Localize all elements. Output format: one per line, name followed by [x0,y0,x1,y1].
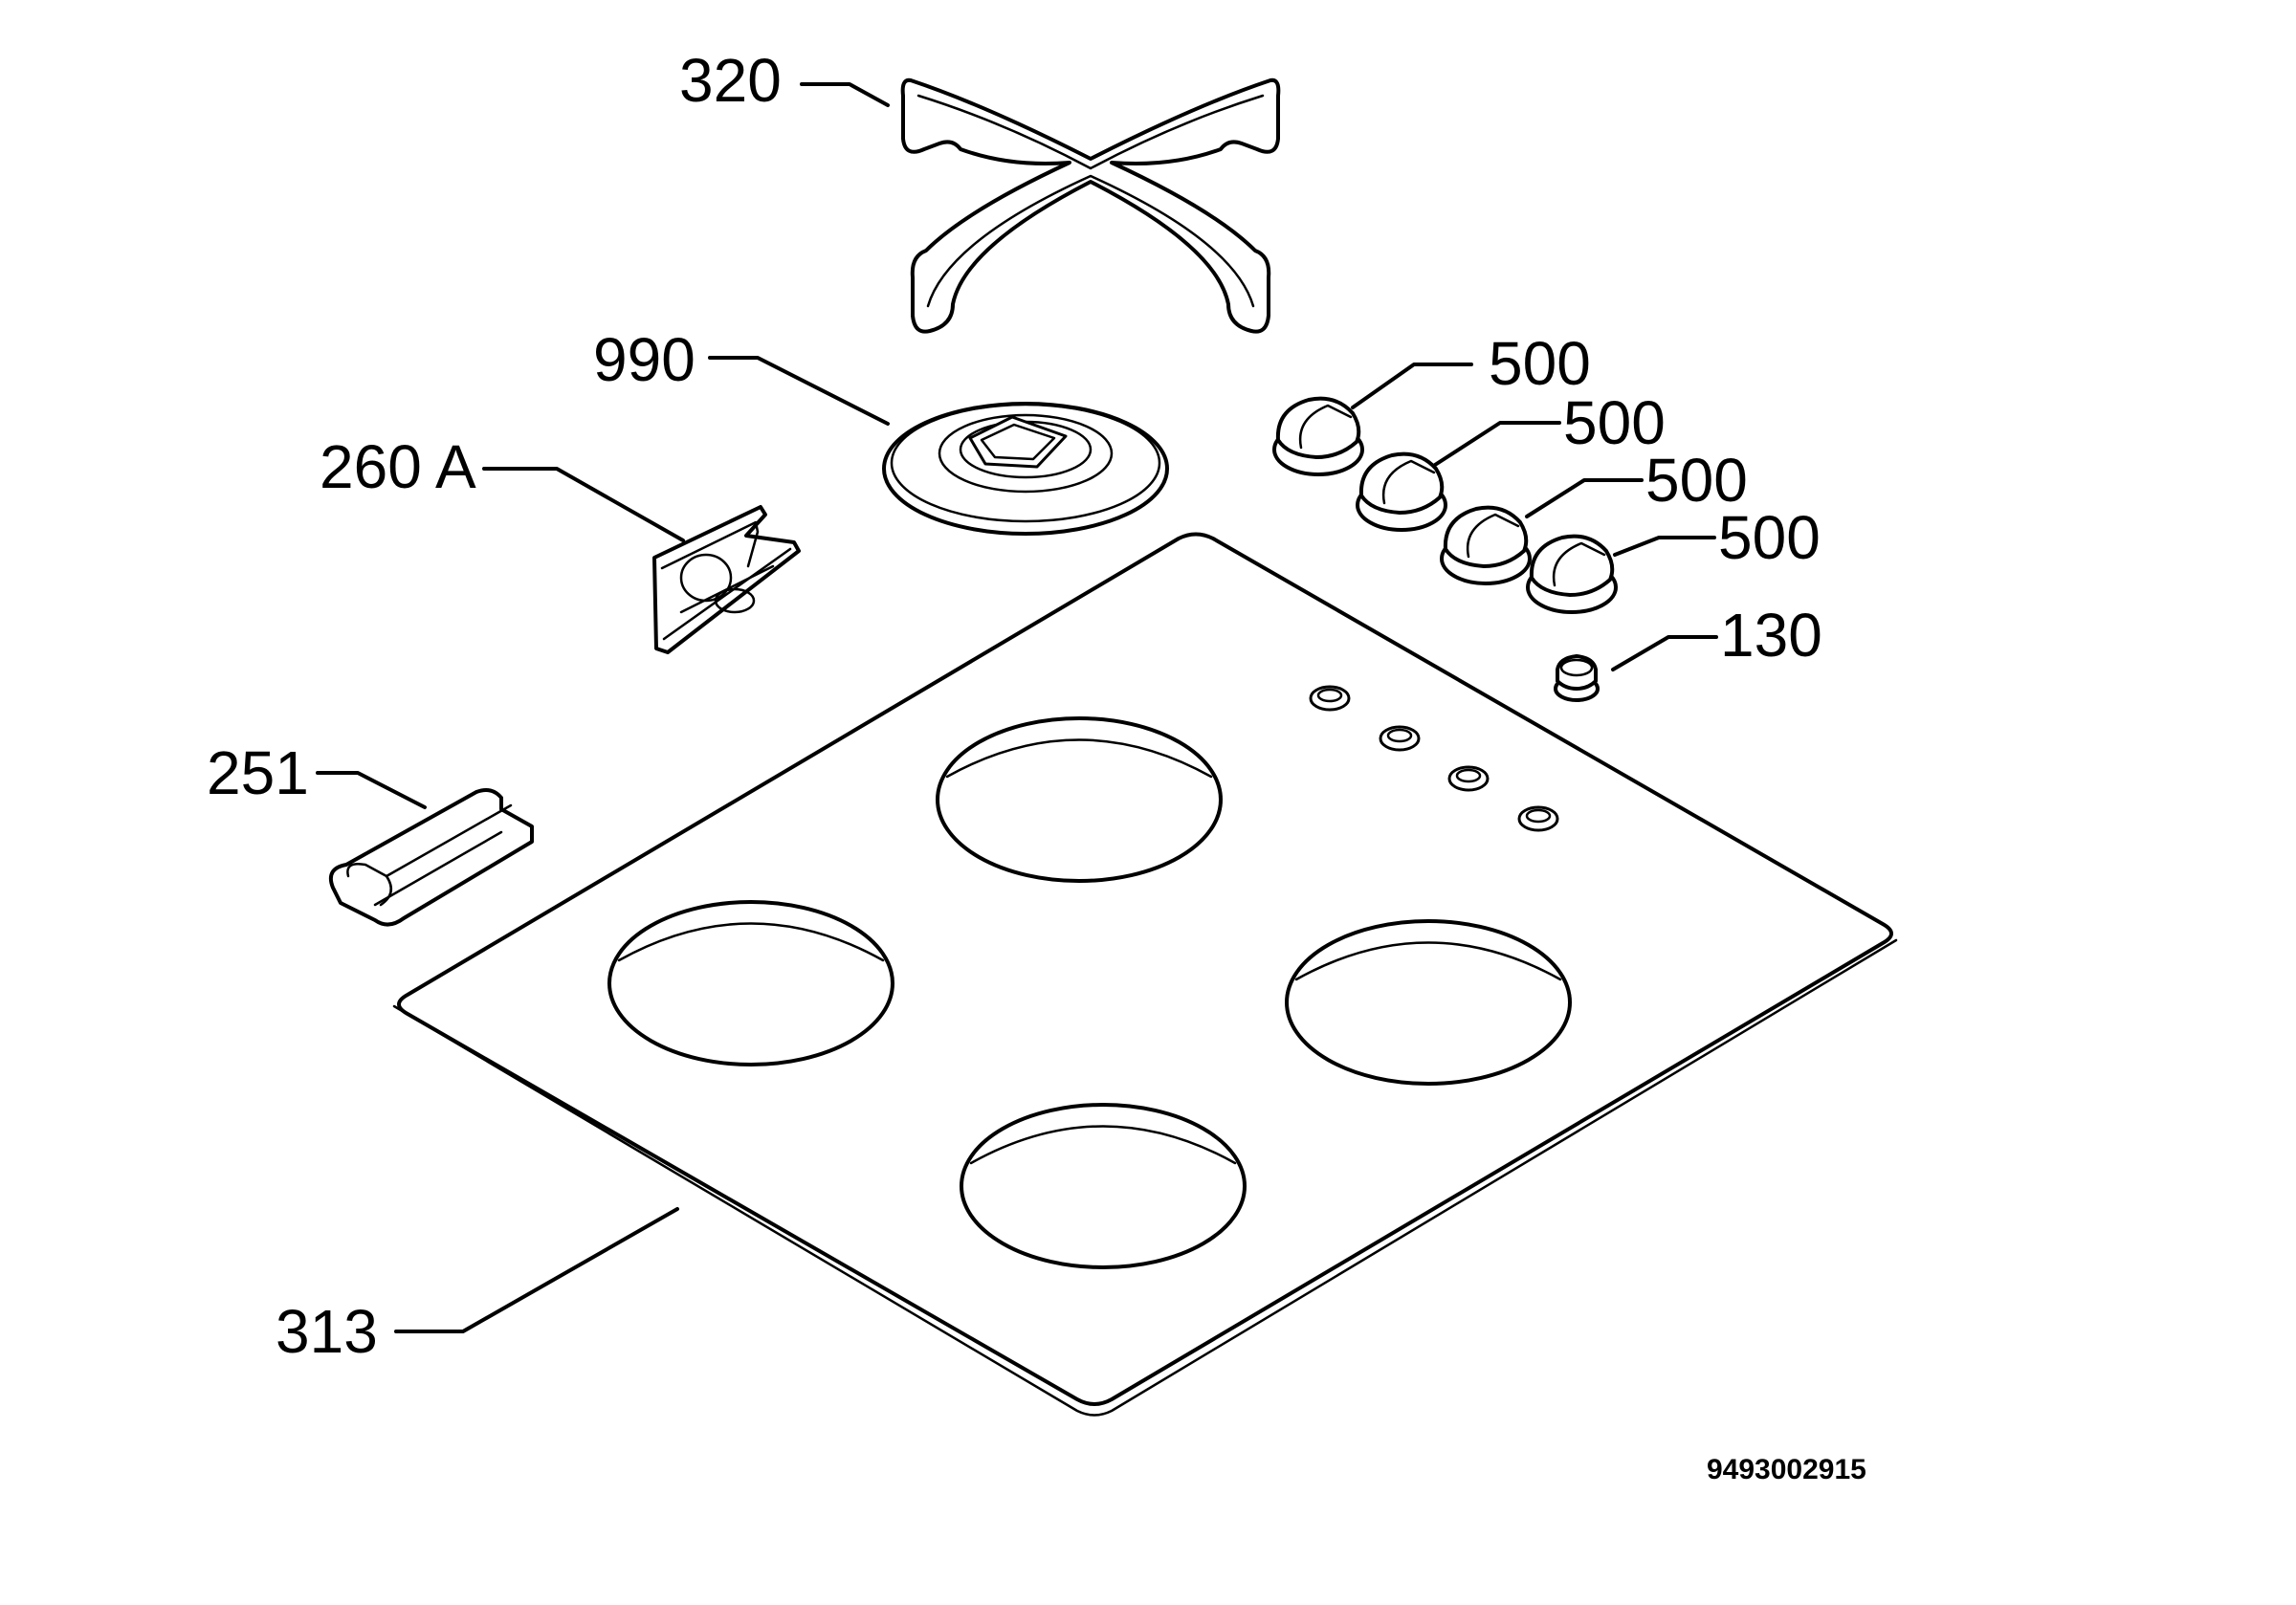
callout-260a: 260 A [320,432,476,501]
leader-500-2 [1433,421,1561,467]
plug [1554,654,1600,702]
drawing-number: 9493002915 [1707,1454,1866,1485]
callout-320: 320 [679,46,782,115]
hob-top-plate [392,532,1898,1417]
callout-990: 990 [593,325,695,394]
control-knob-4 [1526,534,1618,614]
burner-cap [882,402,1169,536]
callout-500-3: 500 [1645,446,1748,515]
burner-hole-right [1285,919,1572,1086]
leader-990 [708,356,890,426]
control-knob-3 [1440,505,1532,585]
pan-support-grate [900,77,1281,334]
knob-holes [1309,685,1559,832]
leader-260a [482,467,685,542]
leader-251 [316,771,427,809]
leader-500-3 [1525,478,1644,518]
burner-hole-front [960,1103,1247,1269]
leader-500-1 [1351,363,1473,409]
callout-500-2: 500 [1563,388,1666,457]
leader-130 [1611,635,1718,671]
callout-130: 130 [1720,601,1822,670]
burner-hole-back [936,716,1223,883]
leader-320 [800,82,890,107]
callout-313: 313 [276,1297,378,1366]
control-knob-2 [1356,451,1447,532]
burner-hole-left [607,900,894,1066]
leader-lines [316,82,1718,1333]
bracket [652,505,801,654]
callout-500-4: 500 [1718,503,1821,572]
leader-500-4 [1613,536,1716,557]
callout-labels: 320 990 260 A 500 500 500 500 130 251 31… [207,46,1866,1485]
control-knob-1 [1272,396,1364,476]
clip [328,788,534,927]
callout-500-1: 500 [1489,329,1591,398]
leader-313 [394,1207,679,1333]
callout-251: 251 [207,738,309,807]
